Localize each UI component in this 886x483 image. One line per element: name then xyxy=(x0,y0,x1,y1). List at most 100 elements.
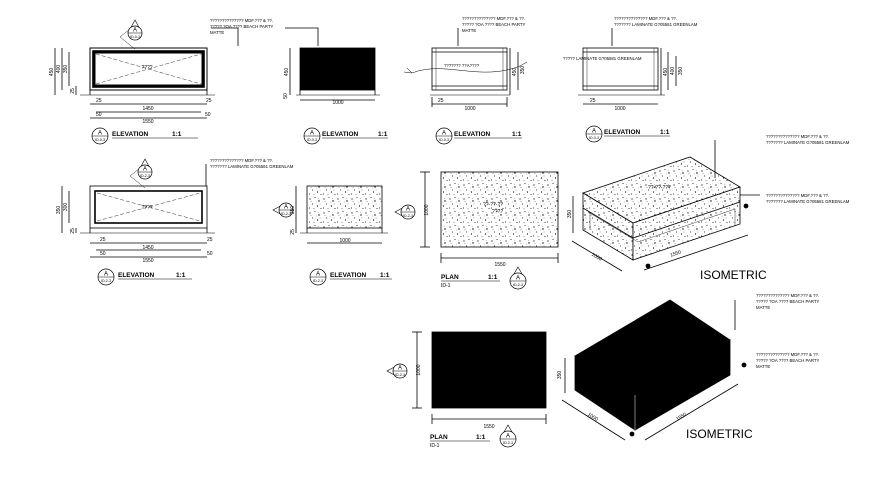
dim-b-h: 450 xyxy=(284,68,290,77)
plan-code-1: ID-1 xyxy=(441,283,451,289)
dim-a-h2: 400 xyxy=(56,65,62,74)
dim-a-l: 25 xyxy=(96,98,102,104)
elevation-title-f: ELEVATION xyxy=(330,272,367,279)
dim-b-l: 50 xyxy=(283,93,289,99)
isometric-view-1 xyxy=(571,140,760,272)
note-10-line-1: ?????????????? MDF.??? & ??. xyxy=(756,352,819,357)
dim-i2-w: 1550 xyxy=(675,412,688,423)
isometric-title-2: ISOMETRIC xyxy=(686,427,753,441)
section-tag-code: ID-0-3 xyxy=(307,138,317,142)
section-tag-sec-side-p2: AID-2-3 xyxy=(386,363,408,379)
note-4: ????? LAMINATE G?05581 GREENLAM xyxy=(563,56,642,61)
plan-scale-1: 1:1 xyxy=(488,274,498,281)
note-9-line-1: ?????????????? MDF.??? & ??. xyxy=(756,293,819,298)
dim-d-h2: 400 xyxy=(670,67,676,76)
note-1-line-2: ????? ?OA ???? BEACH PARTY xyxy=(210,24,274,29)
dims-plan-1: 1550 1000 xyxy=(424,204,506,268)
section-tag-code: ID-2-3 xyxy=(140,174,150,178)
cross-label: ???? xyxy=(141,65,152,71)
section-tag-letter: A xyxy=(104,272,108,278)
section-tag-code: ID-0-3 xyxy=(95,138,105,142)
section-tag-elev-f: AID-2-3 xyxy=(309,268,327,286)
plan-view-2 xyxy=(412,331,547,424)
dim-d-l: 25 xyxy=(590,98,596,104)
dim-e-h2: 300 xyxy=(63,203,69,212)
section-tag-letter: A xyxy=(506,434,510,440)
note-1: ?????????????? MDF.??? & ??. ????? ?OA ?… xyxy=(210,18,274,35)
dim-i1-h: 350 xyxy=(567,210,573,219)
section-tag-letter: A xyxy=(516,276,520,282)
note-9-line-3: MATTE xyxy=(756,305,770,310)
dims-f: 1000 350 25 xyxy=(290,206,351,244)
title-elevation-d: ELEVATION 1:1 xyxy=(604,129,670,137)
elevation-title-b: ELEVATION xyxy=(322,131,359,138)
note-6: ?????????????? MDF.??? & ??. ??????? LAM… xyxy=(210,158,294,169)
elevation-view-c xyxy=(403,28,528,107)
dims-c: 1000 25 450 350 xyxy=(438,66,526,112)
elevation-title-a: ELEVATION xyxy=(112,131,149,138)
section-tag-elev-a: AID-0-3 xyxy=(91,127,109,145)
dim-b-w: 1000 xyxy=(332,100,343,106)
dim-i1-d: 1000 xyxy=(590,252,603,263)
section-tag-letter: A xyxy=(592,129,596,135)
dim-a-w1: 1450 xyxy=(142,106,153,112)
dim-c-w: 1000 xyxy=(464,106,475,112)
dim-c-h2: 350 xyxy=(520,66,526,75)
section-tag-elev-d: AID-0-3 xyxy=(585,125,603,143)
dim-d-h1: 450 xyxy=(663,68,669,77)
title-elevation-e: ELEVATION 1:1 xyxy=(118,272,192,280)
note-3: ?????????????? MDF.??? & ??. ??????? LAM… xyxy=(614,16,698,27)
dims-a: 1450 1550 25 25 50 50 450 400 350 25 xyxy=(49,65,212,125)
note-9: ?????????????? MDF.??? & ??. ????? ?OA ?… xyxy=(756,293,820,310)
section-tag-letter: A xyxy=(98,131,102,137)
iso-inner-text: ??-??-??? xyxy=(648,185,671,191)
plan-scale-2: 1:1 xyxy=(476,434,486,441)
dim-d-w: 1000 xyxy=(614,106,625,112)
plan-code-2: ID-1 xyxy=(430,443,440,449)
dim-i2-h: 350 xyxy=(557,371,563,380)
plan-title-1: PLAN xyxy=(441,274,459,281)
dim-c-h1: 450 xyxy=(512,68,518,77)
elevation-view-d xyxy=(578,28,677,105)
dim-e-h3: 25 xyxy=(70,228,76,234)
elevation-view-e: ???? xyxy=(61,163,215,258)
cross-label-e: ???? xyxy=(141,205,152,211)
dim-e-l: 25 xyxy=(100,237,106,243)
section-tag-plan-2: AID-2-3 xyxy=(499,424,517,448)
note-8-line-2: ??????? LAMINATE G?05581 GREENLAM xyxy=(766,199,850,204)
dim-e-w2: 1550 xyxy=(142,258,153,264)
section-tag-letter: A xyxy=(442,131,446,137)
dim-a-rr: 50 xyxy=(205,112,211,118)
note-8: ?????????????? MDF.??? & ??. ??????? LAM… xyxy=(766,193,850,204)
note-2: ?????????????? MDF.??? & ??. ????? ?OA ?… xyxy=(462,16,526,33)
note-1-line-3: MATTE xyxy=(210,30,224,35)
dims-d: 1000 25 450 400 350 xyxy=(590,67,684,112)
scale-a: 1:1 xyxy=(172,131,182,138)
dim-a-w2: 1550 xyxy=(142,119,153,125)
section-tag-code: ID-2-3 xyxy=(281,212,291,216)
dim-e-r: 25 xyxy=(207,237,213,243)
elevation-title-c: ELEVATION xyxy=(454,131,491,138)
section-tag-code: ID-2-3 xyxy=(513,283,523,287)
note-8-line-1: ?????????????? MDF.??? & ??. xyxy=(766,193,829,198)
dim-a-r: 25 xyxy=(206,98,212,104)
dim-a-h3: 350 xyxy=(63,65,69,74)
section-tag-plan-1: AID-2-3 xyxy=(509,266,527,290)
dim-a-h4: 25 xyxy=(70,88,76,94)
dim-f-h2: 25 xyxy=(290,229,296,235)
dim-a-ll: 50 xyxy=(96,112,102,118)
note-10-line-2: ????? ?OA ???? BEACH PARTY xyxy=(756,358,820,363)
section-tag-elev-c: AID-0-3 xyxy=(435,127,453,145)
title-elevation-a: ELEVATION 1:1 xyxy=(112,131,198,139)
dim-e-w1: 1450 xyxy=(142,245,153,251)
note-2-line-1: ?????????????? MDF.??? & ??. xyxy=(462,16,525,21)
section-tag-code: ID-2-3 xyxy=(503,441,513,445)
note-10: ?????????????? MDF.??? & ??. ????? ?OA ?… xyxy=(756,352,820,369)
elevation-view-b xyxy=(285,27,380,101)
dim-p1-w: 1550 xyxy=(494,262,505,268)
dim-p2-w: 1550 xyxy=(483,424,494,430)
elevation-title-d: ELEVATION xyxy=(604,129,641,136)
note-3-line-2: ??????? LAMINATE G?05581 GREENLAM xyxy=(614,22,698,27)
scale-d: 1:1 xyxy=(660,129,670,136)
section-tag-code: ID-2-3 xyxy=(395,373,405,377)
